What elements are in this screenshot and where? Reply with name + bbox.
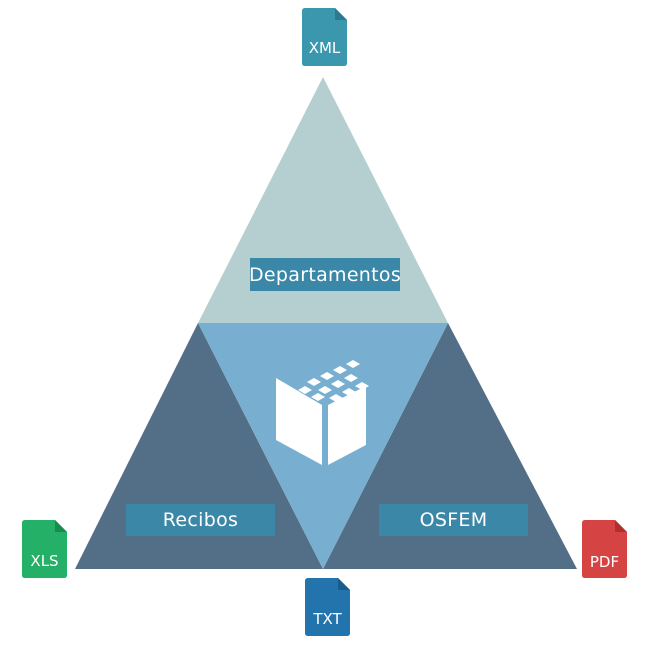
- xls-file-label: XLS: [30, 552, 59, 570]
- xml-file-icon: XML: [302, 8, 347, 66]
- txt-file-label: TXT: [313, 610, 342, 628]
- pdf-file-label: PDF: [589, 553, 620, 571]
- center-triangle: [198, 323, 448, 569]
- xls-file-icon: XLS: [22, 520, 67, 578]
- label-recibos: Recibos: [126, 504, 275, 536]
- pdf-file-icon: PDF: [582, 520, 627, 578]
- cube-logo-icon: [276, 360, 369, 465]
- xml-file-label: XML: [308, 39, 341, 57]
- txt-file-icon: TXT: [305, 578, 350, 636]
- label-departamentos: Departamentos: [249, 258, 401, 291]
- label-osfem: OSFEM: [379, 504, 528, 536]
